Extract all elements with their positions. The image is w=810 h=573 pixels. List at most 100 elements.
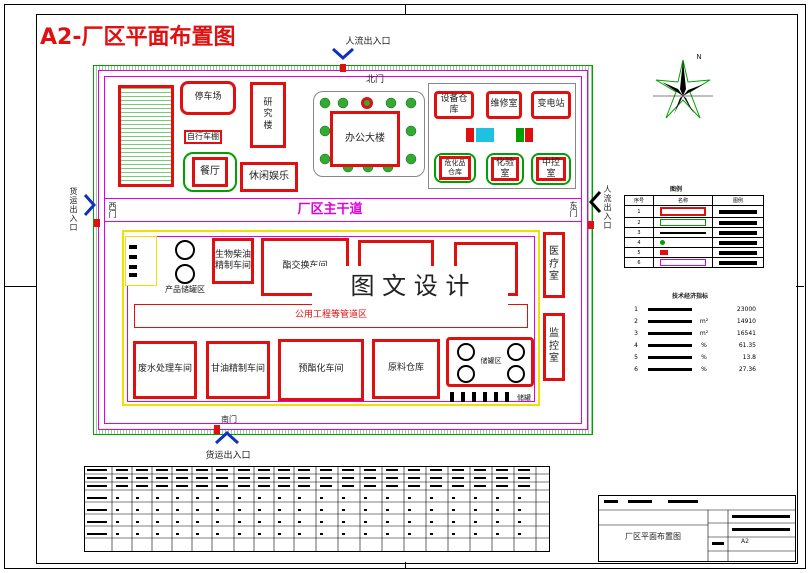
legend-header-name: 名称	[653, 195, 713, 206]
legend-symbol-road	[660, 259, 706, 266]
west-gate-label: 西门	[108, 202, 117, 218]
legend-desc-bar	[719, 209, 757, 214]
glycerin-refining: 甘油精制车间	[206, 341, 270, 399]
hazmat-warehouse: 危化品仓库	[434, 153, 476, 183]
legend-desc-bar	[719, 240, 757, 245]
production-zone	[122, 230, 540, 406]
west-entrance-label: 货运出入口	[69, 186, 78, 232]
monitoring-label: 监控室	[549, 328, 559, 365]
south-gate-marker	[214, 425, 220, 434]
east-entrance-label: 人流出入口	[603, 184, 612, 230]
legend-row-no: 6	[624, 257, 654, 268]
leisure-label: 休闲娱乐	[249, 170, 289, 182]
unloading-bays	[450, 392, 509, 402]
legend-symbol-gate	[660, 250, 668, 255]
pre-esterification: 预酯化车间	[278, 339, 364, 401]
substation-label: 变电站	[537, 99, 565, 110]
legend-row-no: 5	[624, 247, 654, 258]
legend-title: 图例	[669, 186, 682, 194]
hazmat-marker-red	[466, 128, 474, 142]
wastewater: 废水处理车间	[133, 341, 197, 399]
drawing-code: A2	[741, 538, 749, 546]
lab-label: 化验室	[495, 157, 514, 179]
legend-symbol-green	[660, 219, 706, 226]
east-entrance-arrow	[588, 190, 602, 214]
bike-shed-label: 自行车棚	[187, 132, 219, 141]
hazmat-label: 危化品仓库	[444, 159, 466, 176]
canteen-inner: 餐厅	[192, 157, 228, 187]
north-entrance-arrow	[331, 47, 355, 61]
legend-header-symbol: 图例	[712, 195, 764, 206]
east-gate-label: 东门	[569, 201, 578, 217]
north-gate-label: 北门	[365, 75, 384, 86]
tick-top	[405, 4, 406, 14]
glycerin-label: 甘油精制车间	[210, 364, 265, 375]
lab: 化验室	[486, 153, 524, 185]
inner-frame	[36, 14, 798, 564]
ne-zone	[428, 83, 576, 189]
research-building: 研究楼	[250, 82, 286, 148]
tank-area-label: 储罐区	[480, 356, 502, 365]
compass-north-label: N	[696, 52, 702, 61]
legend-desc-bar	[719, 250, 757, 255]
equipment-warehouse-label: 设备仓库	[440, 93, 468, 115]
west-entrance-arrow	[83, 193, 97, 217]
legend-symbol-building	[660, 207, 706, 216]
legend-row-no: 2	[624, 217, 654, 228]
biodiesel-label: 生物柴油精制车间	[215, 249, 252, 271]
legend-row-no: 3	[624, 227, 654, 238]
watermark: 图 文 设 计	[312, 266, 508, 306]
pipe-corridor: 公用工程等管道区	[134, 304, 528, 328]
legend-desc-bar	[719, 260, 757, 265]
tank-cluster-marks	[129, 245, 137, 277]
tank-cluster	[125, 236, 157, 286]
research-label: 研究楼	[263, 98, 273, 131]
pipe-corridor-label: 公用工程等管道区	[294, 310, 367, 321]
raw-warehouse: 原料仓库	[372, 339, 440, 399]
north-gate-marker	[340, 64, 346, 72]
product-tanks-label: 产品储罐区	[165, 285, 205, 294]
hazmat-inner: 危化品仓库	[439, 156, 471, 180]
west-gate-marker	[94, 219, 100, 227]
legend-row-no: 1	[624, 205, 654, 218]
east-gate-marker	[588, 221, 594, 229]
tech-row: 5%13.8	[634, 353, 756, 361]
legend-symbol-tree	[660, 240, 665, 245]
south-entrance-label: 货运出入口	[205, 451, 251, 462]
tech-table-title: 技术经济指标	[671, 293, 708, 301]
tick-left	[4, 286, 36, 287]
repair-room: 维修室	[486, 91, 522, 119]
bike-shed: 自行车棚	[184, 130, 222, 144]
equipment-warehouse: 设备仓库	[434, 91, 474, 119]
repair-label: 维修室	[490, 99, 518, 110]
tick-bottom	[405, 562, 406, 568]
drawing-name: 厂区平面布置图	[625, 532, 681, 541]
legend-header-no: 序号	[624, 195, 654, 206]
tick-right	[796, 286, 804, 287]
control-room-inner: 中控室	[536, 157, 566, 181]
tank-side-label: 储罐	[517, 393, 531, 402]
tech-row: 6%27.36	[634, 365, 756, 373]
tech-row: 4%61.35	[634, 341, 756, 349]
hazmat-marker-cyan	[476, 128, 494, 142]
canteen: 餐厅	[183, 152, 237, 192]
bottom-table	[84, 466, 550, 552]
parking-lot: 停车场	[180, 81, 236, 115]
hazmat-marker-green	[516, 128, 524, 142]
parking-label: 停车场	[194, 92, 222, 103]
south-entrance-arrow	[214, 431, 240, 445]
control-room: 中控室	[531, 153, 571, 185]
main-road	[104, 198, 582, 222]
legend-row-no: 4	[624, 237, 654, 248]
production-zone-inner	[127, 236, 535, 402]
control-room-label: 中控室	[541, 157, 560, 179]
legend-table: 序号名称图例 1 2 3 4 5 6	[624, 195, 764, 268]
office-label: 办公大楼	[345, 132, 385, 144]
north-entrance-label: 人流出入口	[345, 37, 391, 48]
product-tanks	[175, 240, 195, 284]
title-block	[598, 495, 796, 562]
office-building: 办公大楼	[330, 111, 400, 167]
legend-desc-bar	[719, 220, 757, 225]
